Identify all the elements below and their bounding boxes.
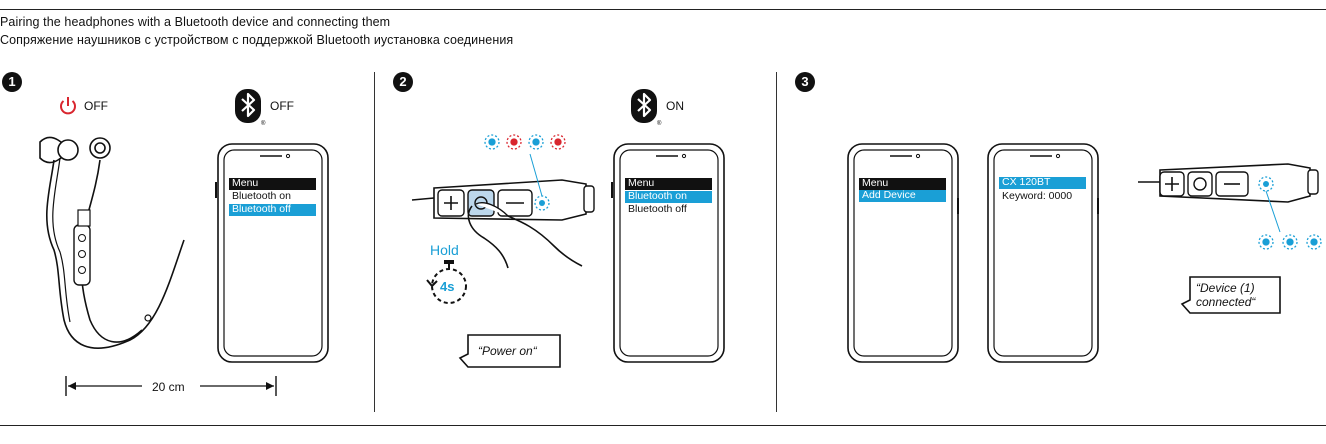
screen3a-add-device: Add Device (859, 189, 946, 202)
bottom-rule (0, 425, 1326, 426)
hold-seconds: 4s (440, 279, 455, 294)
screen2-menu: Menu (625, 177, 712, 190)
divider-1 (374, 72, 375, 412)
screen3b-device-name: CX 120BT (999, 176, 1086, 189)
bluetooth-icon: ® (235, 89, 266, 127)
voice-prompt-connected-2: connected“ (1196, 295, 1256, 309)
smartphone-icon (611, 143, 725, 363)
svg-text:®: ® (657, 120, 662, 127)
finger-icon (467, 205, 583, 269)
screen2-bt-off: Bluetooth off (628, 203, 687, 215)
distance-label: 20 cm (152, 380, 185, 394)
stopwatch-icon (426, 260, 467, 304)
bt-state-label: OFF (270, 99, 294, 113)
remote-control-icon (411, 153, 595, 269)
screen3a-menu: Menu (859, 177, 946, 190)
title-ru: Сопряжение наушников с устройством с под… (0, 33, 514, 47)
step-3-badge: 3 (795, 72, 815, 92)
svg-text:®: ® (261, 120, 266, 127)
remote-control-icon (1138, 163, 1322, 250)
screen1-bt-off: Bluetooth off (229, 203, 316, 216)
led-blink-icon (484, 134, 566, 150)
bt-state-label-2: ON (666, 99, 684, 113)
earphones-icon (39, 136, 185, 349)
smartphone-icon (847, 143, 959, 363)
smartphone-icon (215, 143, 329, 363)
distance-arrow (65, 376, 277, 396)
smartphone-icon (987, 143, 1099, 363)
power-icon (60, 97, 76, 115)
screen3b-keyword: Keyword: 0000 (1002, 190, 1073, 202)
screen1-menu: Menu (229, 177, 316, 190)
speech-bubble-icon (1180, 276, 1281, 314)
voice-prompt-power-on: “Power on“ (478, 344, 537, 358)
bluetooth-icon: ® (631, 89, 662, 127)
title-en: Pairing the headphones with a Bluetooth … (0, 15, 391, 29)
screen1-bt-on: Bluetooth on (232, 190, 291, 202)
voice-prompt-connected-1: “Device (1) (1196, 281, 1255, 295)
speech-bubble-icon (458, 334, 561, 368)
hold-label: Hold (430, 242, 459, 258)
divider-2 (776, 72, 777, 412)
top-rule (0, 9, 1326, 10)
step-2-badge: 2 (393, 72, 413, 92)
screen2-bt-on: Bluetooth on (625, 190, 712, 203)
power-state-label: OFF (84, 99, 108, 113)
step-1-badge: 1 (2, 72, 22, 92)
